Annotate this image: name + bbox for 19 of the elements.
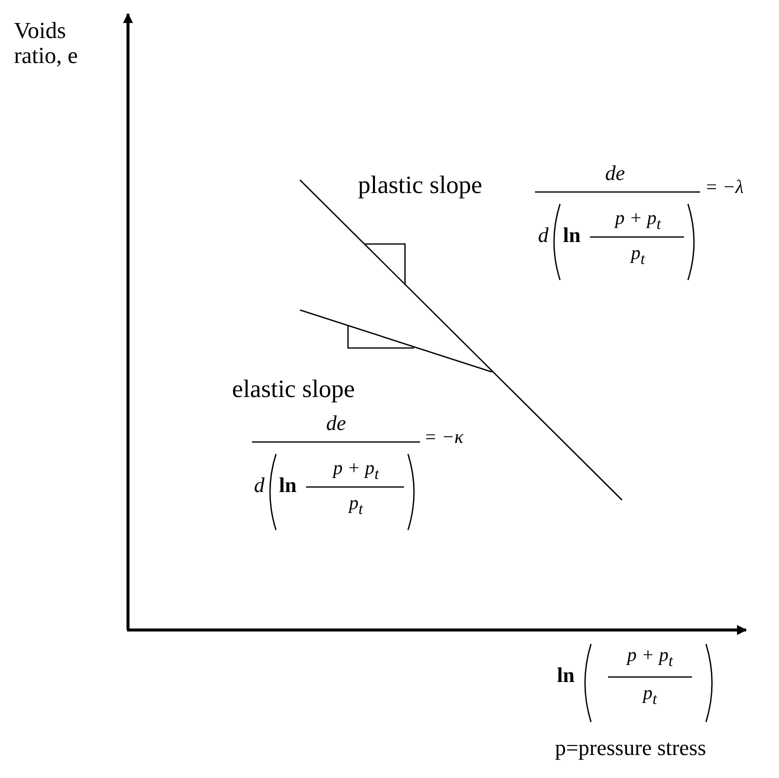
curve-label: elastic slope <box>232 376 355 404</box>
math-numerator: de <box>326 412 346 436</box>
math-function: ln <box>279 474 297 498</box>
math-denominator: p$_{t}$ <box>631 244 645 268</box>
math-denominator: p$_{t}$ <box>643 684 657 708</box>
math-numerator: p + p$_{t}$ <box>333 459 379 484</box>
curve-label: plastic slope <box>358 172 482 200</box>
axis-note: p=pressure stress <box>555 736 706 760</box>
equation-result: = −κ <box>424 428 464 449</box>
math-numerator: p + p$_{t}$ <box>627 646 673 670</box>
math-numerator: de <box>605 162 625 186</box>
axis-label: Voids ratio, e <box>14 18 79 69</box>
math-denominator: p$_{t}$ <box>349 494 363 518</box>
math-term: d <box>538 224 548 248</box>
math-function: ln <box>557 664 575 688</box>
math-function: ln <box>563 224 581 248</box>
equation-result: = −λ <box>705 178 744 199</box>
math-term: d <box>254 474 264 498</box>
math-numerator: p + p$_{t}$ <box>615 209 661 234</box>
